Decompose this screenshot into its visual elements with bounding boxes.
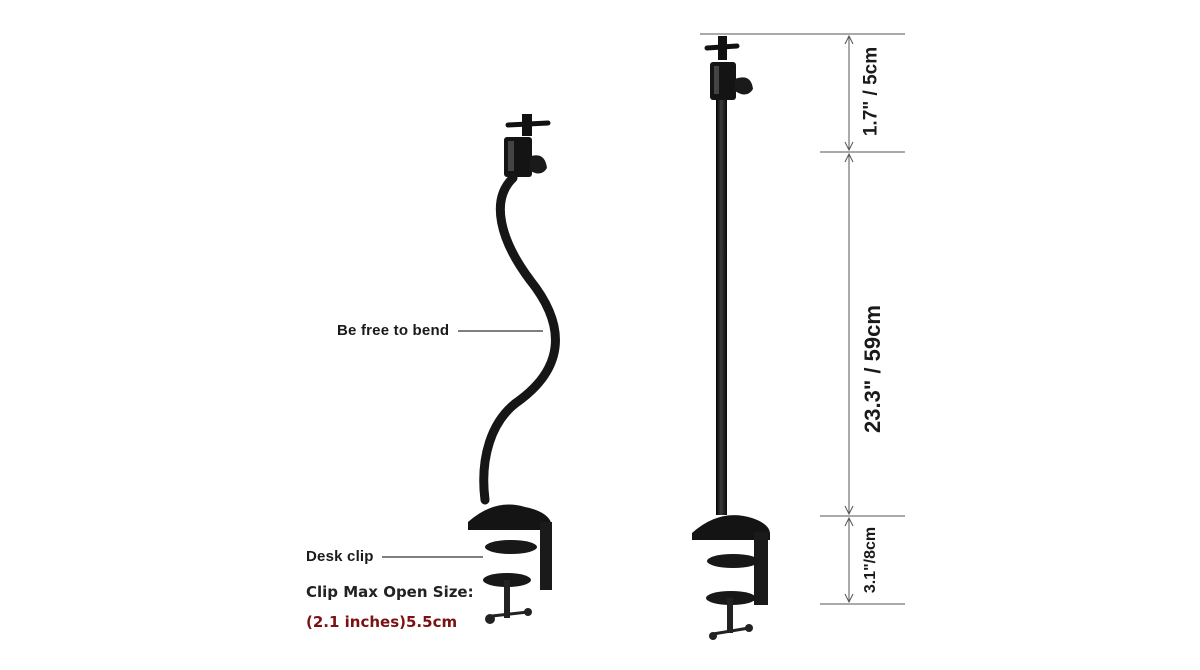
right-desk-clip-icon	[754, 532, 768, 605]
dimension-top-label: 1.7" / 5cm	[860, 46, 882, 137]
left-clamp-base	[468, 504, 552, 530]
left-ball-head-icon	[504, 114, 551, 177]
dimension-middle-label: 23.3" / 59cm	[860, 305, 885, 433]
bend-label: Be free to bend	[337, 322, 450, 339]
clip-max-title: Clip Max Open Size:	[306, 583, 474, 601]
right-straight-arm	[716, 100, 727, 515]
straight-gooseneck-mount	[692, 36, 770, 640]
bent-gooseneck-mount	[382, 114, 560, 624]
clip-max-value: (2.1 inches)5.5cm	[306, 613, 458, 631]
dimension-lines	[700, 33, 905, 605]
right-clamp-base	[692, 515, 770, 540]
dimension-bottom-label: 3.1"/8cm	[862, 526, 879, 594]
left-desk-clip-icon	[540, 522, 552, 590]
right-ball-head-icon	[704, 36, 753, 100]
desk-clip-label: Desk clip	[306, 548, 374, 565]
left-flexible-arm	[479, 173, 560, 505]
